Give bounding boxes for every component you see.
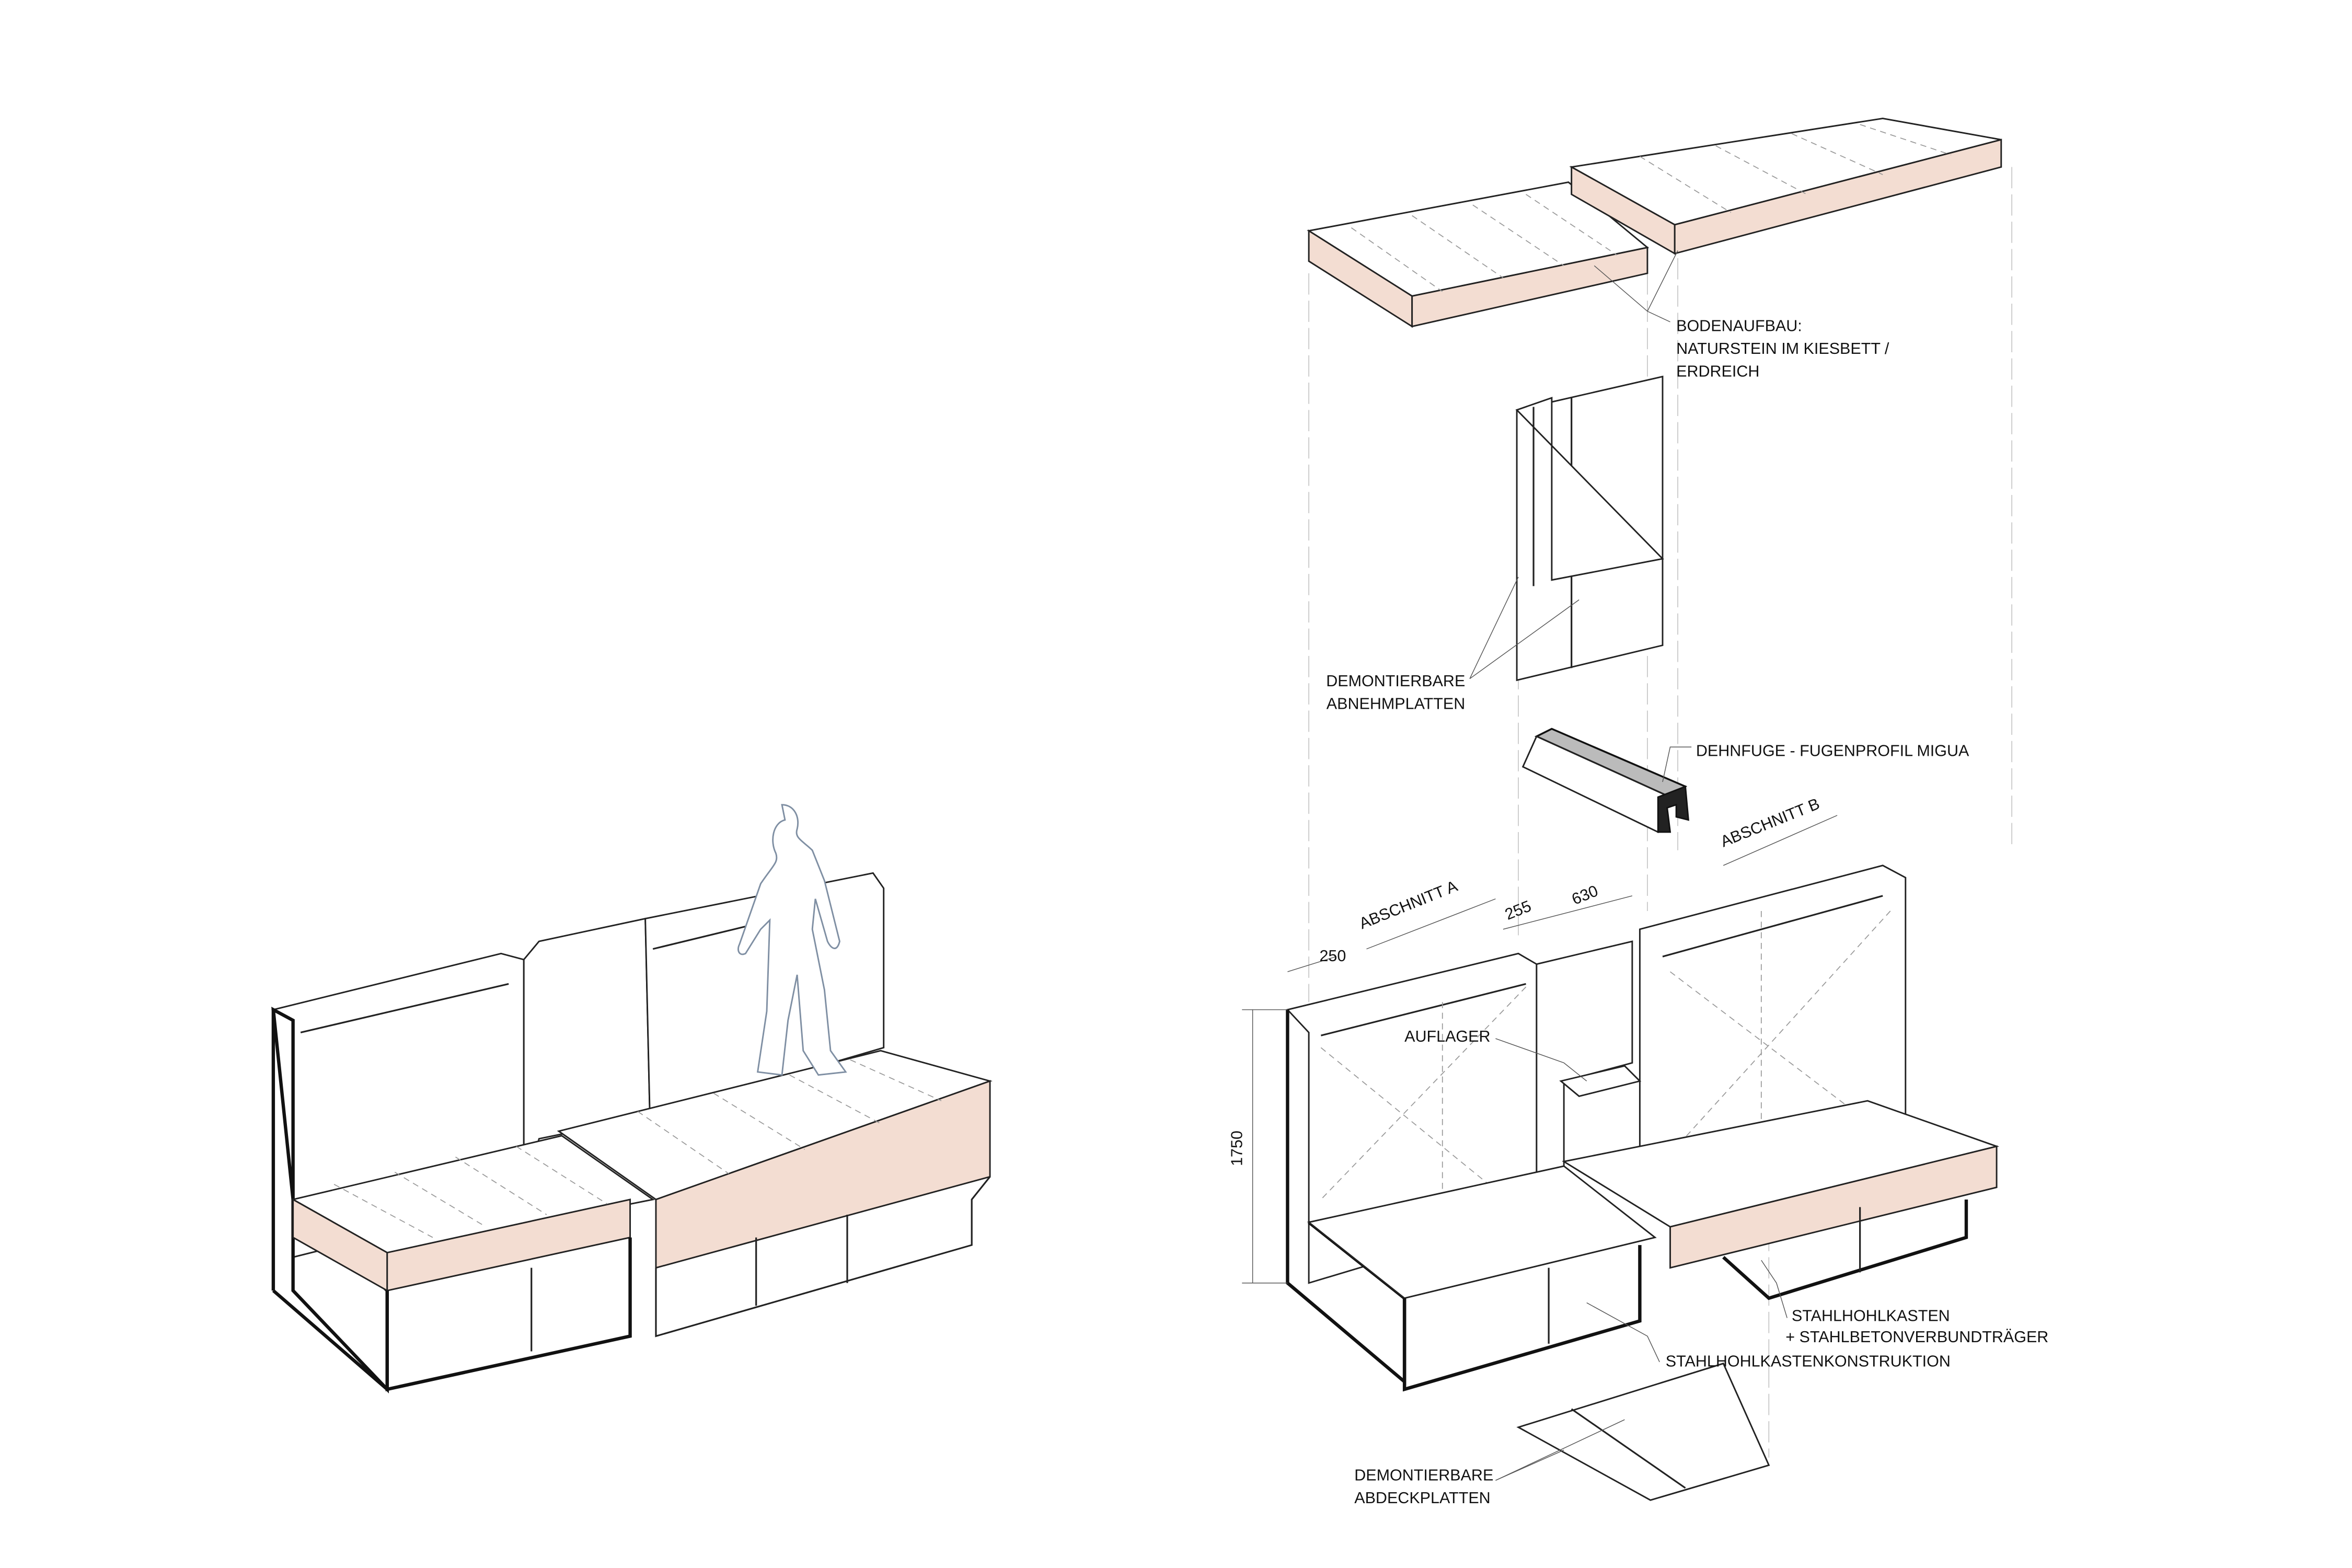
expansion-joint-profile (1521, 728, 1689, 833)
label-abnehmplatten-2: ABNEHMPLATTEN (1327, 695, 1466, 713)
label-dehnfuge: DEHNFUGE - FUGENPROFIL MIGUA (1696, 742, 1969, 760)
dimension-250: 250 (1319, 947, 1346, 965)
lower-steel-box (385, 1237, 632, 1392)
label-abnehmplatten-1: DEMONTIERBARE (1326, 672, 1465, 690)
label-stahlhohlkasten-1: STAHLHOHLKASTEN (1792, 1307, 1950, 1324)
floor-slab-left (1307, 181, 1650, 328)
label-abschnitt-b: ABSCHNITT B (1718, 795, 1822, 851)
label-bodenaufbau-2: NATURSTEIN IM KIESBETT / (1676, 340, 1889, 358)
label-bodenaufbau-3: ERDREICH (1676, 362, 1759, 380)
label-auflager: AUFLAGER (1404, 1028, 1490, 1045)
removable-wall-panel (1515, 375, 1664, 682)
dimension-1750: 1750 (1228, 1131, 1246, 1166)
person-silhouette-icon (737, 804, 847, 1076)
label-konstruktion: STAHLHOHLKASTENKONSTRUKTION (1666, 1353, 1951, 1370)
label-stahlhohlkasten-2: + STAHLBETONVERBUNDTRÄGER (1785, 1328, 2048, 1346)
label-bodenaufbau-1: BODENAUFBAU: (1676, 317, 1802, 335)
label-abdeckplatten-2: ABDECKPLATTEN (1354, 1489, 1490, 1507)
assembled-bench-left (271, 804, 993, 1394)
leader-lines (1469, 250, 1788, 1481)
seat-box-b (1562, 1100, 2000, 1300)
dimension-255: 255 (1503, 897, 1534, 924)
seat-box-a (1307, 1165, 1657, 1392)
support-bearing (1559, 1065, 1642, 1097)
label-abschnitt-a: ABSCHNITT A (1357, 877, 1460, 932)
dimension-630: 630 (1569, 882, 1600, 908)
label-abdeckplatten-1: DEMONTIERBARE (1354, 1466, 1493, 1484)
floor-slab-right (1569, 118, 2002, 255)
dimension-lines (1242, 815, 1838, 1284)
cover-plate (1516, 1362, 1770, 1501)
